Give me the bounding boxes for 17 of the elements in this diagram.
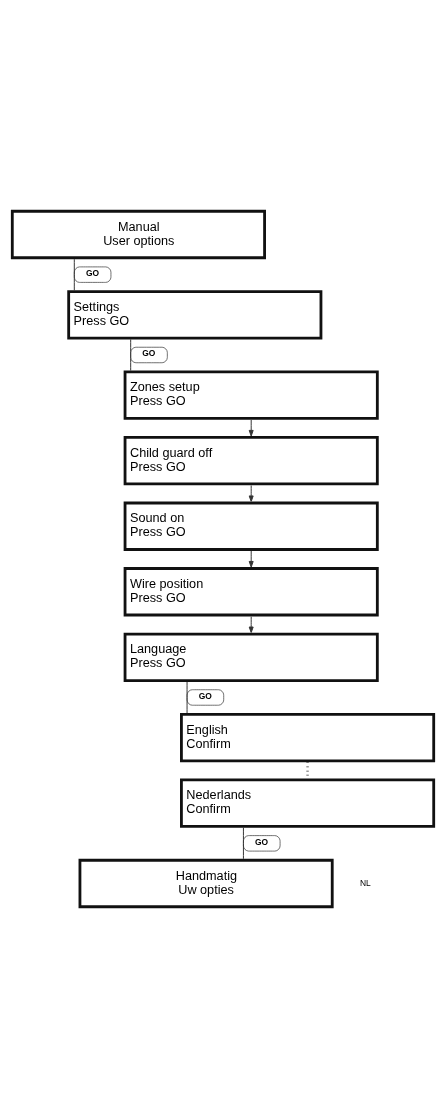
- node-text: Wire position Press GO: [129, 576, 204, 605]
- node-text: Zones setup Press GO: [129, 379, 200, 408]
- label: NL: [359, 877, 371, 888]
- node-text: Settings Press GO: [73, 299, 130, 328]
- edge-label: GO: [198, 690, 212, 701]
- node-text: Sound on Press GO: [129, 510, 186, 539]
- arrow: [248, 549, 254, 568]
- edge-label: GO: [85, 267, 100, 278]
- node-text: Manual User options: [103, 219, 175, 248]
- node-text: English Confirm: [186, 722, 231, 751]
- edge-label: GO: [142, 347, 156, 358]
- edge-label: GO: [255, 836, 269, 847]
- arrow: [248, 418, 254, 437]
- arrow: [248, 615, 254, 633]
- arrow: [248, 484, 254, 502]
- node-text: Child guard off Press GO: [129, 445, 213, 474]
- node-text: Language Press GO: [129, 641, 187, 670]
